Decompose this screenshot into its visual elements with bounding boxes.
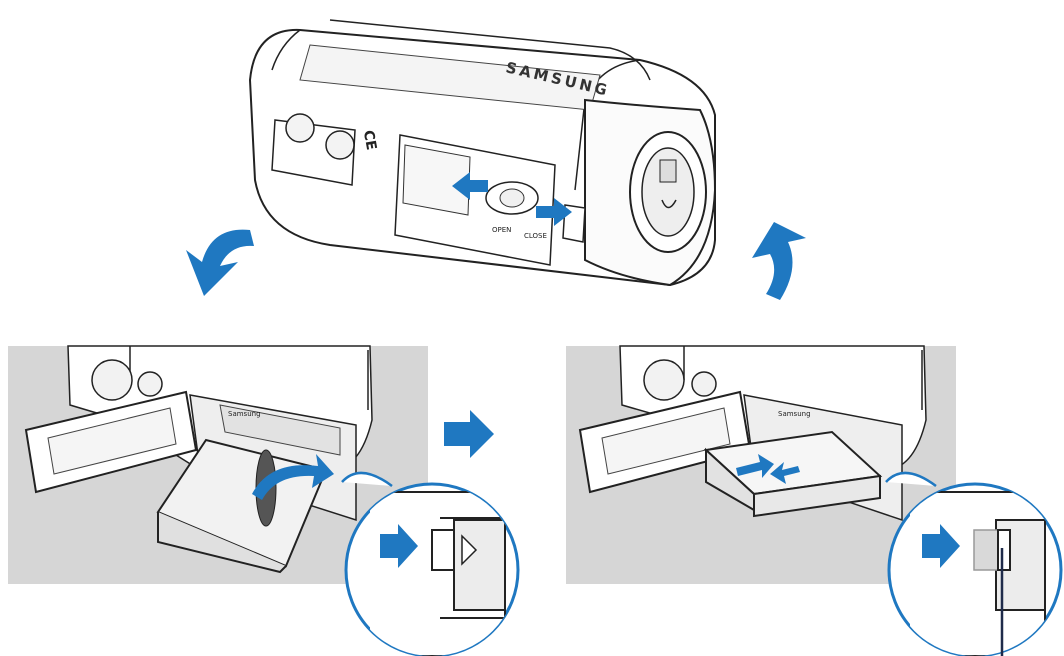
next-step-arrow-icon bbox=[444, 410, 494, 458]
close-label: CLOSE bbox=[524, 232, 547, 240]
right-push-arrow-icon bbox=[922, 524, 960, 568]
right-step-panel: Samsung bbox=[566, 345, 956, 584]
open-label: OPEN bbox=[492, 226, 511, 234]
ce-mark: CE bbox=[360, 129, 379, 151]
insert-curve-arrow-icon bbox=[252, 454, 334, 500]
slide-open-arrow-icon bbox=[452, 172, 488, 200]
right-battery-label: Samsung bbox=[778, 410, 811, 418]
camera-illustration: OPEN CLOSE CE SAMSUNG bbox=[248, 19, 717, 287]
rotate-down-arrow-icon bbox=[186, 229, 254, 296]
battery-push-arrow-icon bbox=[770, 462, 800, 484]
rotate-up-arrow-icon bbox=[752, 222, 806, 300]
slide-close-arrow-icon bbox=[536, 198, 572, 226]
left-battery-label: Samsung bbox=[228, 410, 261, 418]
battery-insert-arrow-icon bbox=[736, 454, 774, 478]
left-push-arrow-icon bbox=[380, 524, 418, 568]
